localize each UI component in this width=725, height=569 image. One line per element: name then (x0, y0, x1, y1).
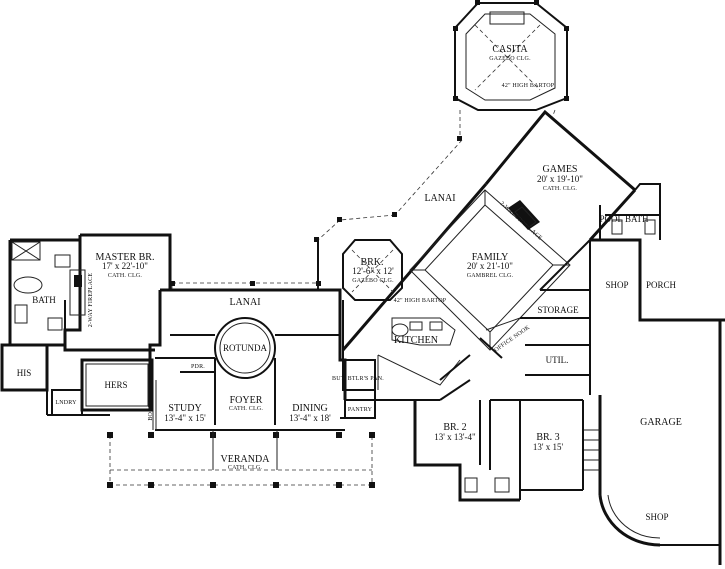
kitchen-bartop: 42" HIGH BARTOP (394, 298, 447, 304)
brk-note: GAZEBO CLG. (352, 278, 394, 284)
foyer-name: FOYER (230, 395, 263, 406)
brk-name: BRK. (360, 257, 383, 268)
veranda-name: VERANDA (221, 454, 271, 465)
family-name: FAMILY (472, 252, 509, 263)
br2-name: BR. 2 (443, 422, 466, 433)
room-labels: CASITA GAZEBO CLG. 42" HIGH BARTOP GAMES… (17, 44, 682, 522)
veranda-note: CATH. CLG. (228, 465, 262, 471)
garage-name: GARAGE (640, 417, 682, 428)
study-name: STUDY (168, 403, 201, 414)
lanai-lower-name: LANAI (229, 297, 260, 308)
games-note: CATH. CLG. (543, 186, 577, 192)
games-family-wing (341, 109, 661, 359)
family-dims: 20' x 21'-10" (467, 261, 513, 271)
foyer-note: CATH. CLG. (229, 406, 263, 412)
util-name: UTIL. (546, 355, 569, 365)
his-name: HIS (17, 368, 32, 378)
lanai-upper-name: LANAI (424, 193, 455, 204)
lndry-name: LNDRY (55, 400, 77, 406)
pool-bath-name: POOL BATH (600, 214, 649, 224)
shop-bottom-name: SHOP (645, 512, 668, 522)
master-note: CATH. CLG. (108, 273, 142, 279)
storage-name: STORAGE (537, 305, 579, 315)
pdr-name: PDR. (191, 364, 205, 370)
pantry-name: PANTRY (348, 407, 373, 413)
veranda (107, 430, 375, 488)
study-dims: 13'-4" x 15' (164, 413, 206, 423)
casita-note: GAZEBO CLG. (489, 56, 531, 62)
bedroom-wing (413, 354, 584, 502)
hers-name: HERS (104, 380, 127, 390)
kitchen-area (342, 300, 461, 401)
shop-top-name: SHOP (605, 280, 628, 290)
master-dims: 17' x 22'-10" (102, 261, 148, 271)
master-fireplace: 2-WAY FIREPLACE (88, 273, 94, 328)
kitchen-name: KITCHEN (394, 335, 438, 346)
casita-name: CASITA (492, 44, 528, 55)
br3-dims: 13' x 15' (533, 442, 564, 452)
garage-wing (525, 205, 725, 565)
bath-name: BATH (32, 295, 56, 305)
porch-name: PORCH (646, 280, 677, 290)
master-name: MASTER BR. (96, 252, 155, 263)
br2-dims: 13' x 13'-4" (434, 432, 476, 442)
books-label: BOOKS (148, 399, 154, 420)
butlers-name: BUT. BTLR'S PAN. (332, 376, 384, 382)
office-nook-name: OFFICE NOOK (494, 324, 532, 353)
games-name: GAMES (542, 164, 577, 175)
brk-dims: 12'-6" x 12' (352, 266, 394, 276)
upper-lanai (314, 139, 463, 290)
casita-structure (453, 0, 569, 141)
family-note: GAMBREL CLG. (467, 273, 514, 279)
master-suite (0, 233, 172, 416)
games-dims: 20' x 19'-10" (537, 174, 583, 184)
rotunda-name: ROTUNDA (223, 343, 267, 353)
breakfast-nook (342, 239, 403, 301)
dining-name: DINING (292, 403, 328, 414)
dining-dims: 13'-4" x 18' (289, 413, 331, 423)
main-core (148, 281, 376, 431)
br3-name: BR. 3 (536, 432, 559, 443)
casita-bartop: 42" HIGH BARTOP (502, 83, 555, 89)
